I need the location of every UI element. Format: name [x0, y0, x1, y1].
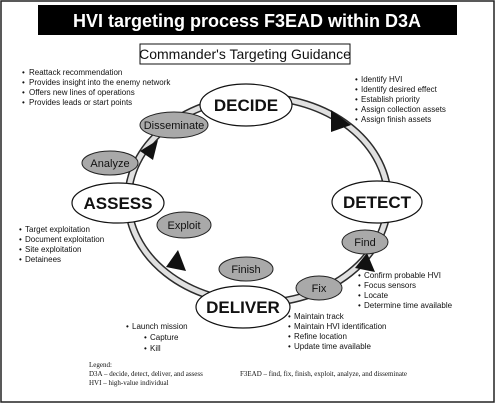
note-item: Maintain HVI identification	[294, 322, 387, 331]
step-fix-label: Fix	[312, 283, 327, 295]
legend-hvi: HVI – high-value individual	[89, 379, 169, 387]
bullet-icon: •	[19, 235, 22, 244]
note-item: Assign finish assets	[361, 115, 431, 124]
bullet-icon: •	[355, 75, 358, 84]
note-item: Launch mission	[132, 322, 188, 331]
note-item: Reattack recommendation	[29, 68, 122, 77]
step-find-label: Find	[354, 237, 375, 249]
flow-arrow-icon	[331, 110, 351, 132]
step-analyze-label: Analyze	[90, 158, 129, 170]
note-item: Provides leads or start points	[29, 98, 132, 107]
note-item: Establish priority	[361, 95, 420, 104]
note-item: Site exploitation	[25, 245, 81, 254]
note-item: Capture	[150, 333, 179, 342]
phase-detect: DETECT	[331, 180, 423, 224]
step-finish: Finish	[218, 256, 274, 282]
bullet-icon: •	[19, 225, 22, 234]
note-item: Focus sensors	[364, 281, 416, 290]
note-item: Update time available	[294, 342, 371, 351]
flow-arrow-icon	[166, 250, 186, 271]
bullet-icon: •	[144, 333, 147, 342]
notes-deliver: • Launch mission • Capture • Kill	[126, 322, 188, 353]
bullet-icon: •	[22, 78, 25, 87]
legend: Legend: D3A – decide, detect, deliver, a…	[89, 361, 407, 387]
bullet-icon: •	[288, 342, 291, 351]
legend-f3ead: F3EAD – find, fix, finish, exploit, anal…	[240, 370, 407, 378]
bullet-icon: •	[355, 115, 358, 124]
bullet-icon: •	[22, 98, 25, 107]
phase-assess-label: ASSESS	[84, 194, 153, 213]
note-item: Kill	[150, 344, 161, 353]
note-item: Detainees	[25, 255, 61, 264]
note-item: Determine time available	[364, 301, 453, 310]
bullet-icon: •	[19, 245, 22, 254]
note-item: Provides insight into the enemy network	[29, 78, 171, 87]
step-analyze: Analyze	[81, 150, 139, 176]
phase-decide-label: DECIDE	[214, 96, 278, 115]
bullet-icon: •	[22, 68, 25, 77]
page-title: HVI targeting process F3EAD within D3A	[73, 11, 421, 31]
note-item: Identify HVI	[361, 75, 402, 84]
phase-deliver-label: DELIVER	[206, 298, 280, 317]
phase-detect-label: DETECT	[343, 193, 412, 212]
step-exploit: Exploit	[156, 211, 212, 239]
bullet-icon: •	[288, 332, 291, 341]
note-item: Target exploitation	[25, 225, 90, 234]
flow-arrow-icon	[140, 140, 158, 160]
step-disseminate: Disseminate	[139, 111, 209, 139]
bullet-icon: •	[22, 88, 25, 97]
step-disseminate-label: Disseminate	[144, 120, 205, 132]
step-fix: Fix	[295, 275, 343, 301]
guidance-box	[139, 43, 351, 65]
note-item: Identify desired effect	[361, 85, 438, 94]
note-item: Assign collection assets	[361, 105, 446, 114]
bullet-icon: •	[288, 322, 291, 331]
note-item: Document exploitation	[25, 235, 104, 244]
bullet-icon: •	[126, 322, 129, 331]
notes-find: • Confirm probable HVI • Focus sensors •…	[358, 271, 453, 310]
note-item: Maintain track	[294, 312, 345, 321]
bullet-icon: •	[358, 301, 361, 310]
bullet-icon: •	[355, 85, 358, 94]
flow-arrow-icon	[355, 253, 375, 272]
bullet-icon: •	[358, 291, 361, 300]
step-exploit-label: Exploit	[167, 220, 200, 232]
phase-decide: DECIDE	[199, 83, 293, 127]
notes-assess: • Target exploitation • Document exploit…	[19, 225, 104, 264]
bullet-icon: •	[358, 271, 361, 280]
note-item: Refine location	[294, 332, 347, 341]
phase-deliver: DELIVER	[195, 285, 291, 329]
step-find: Find	[341, 229, 389, 255]
legend-heading: Legend:	[89, 361, 112, 369]
note-item: Confirm probable HVI	[364, 271, 441, 280]
notes-decide-right: • Identify HVI • Identify desired effect…	[355, 75, 446, 124]
note-item: Offers new lines of operations	[29, 88, 135, 97]
legend-d3a: D3A – decide, detect, deliver, and asses…	[89, 370, 203, 378]
bullet-icon: •	[144, 344, 147, 353]
phase-assess: ASSESS	[71, 182, 165, 224]
notes-fix: • Maintain track • Maintain HVI identifi…	[288, 312, 387, 351]
bullet-icon: •	[288, 312, 291, 321]
guidance-label: Commander's Targeting Guidance	[139, 46, 351, 62]
step-finish-label: Finish	[231, 264, 260, 276]
bullet-icon: •	[19, 255, 22, 264]
bullet-icon: •	[355, 95, 358, 104]
note-item: Locate	[364, 291, 389, 300]
bullet-icon: •	[355, 105, 358, 114]
title-bar	[38, 5, 457, 35]
notes-decide-left: • Reattack recommendation • Provides ins…	[22, 68, 171, 107]
bullet-icon: •	[358, 281, 361, 290]
